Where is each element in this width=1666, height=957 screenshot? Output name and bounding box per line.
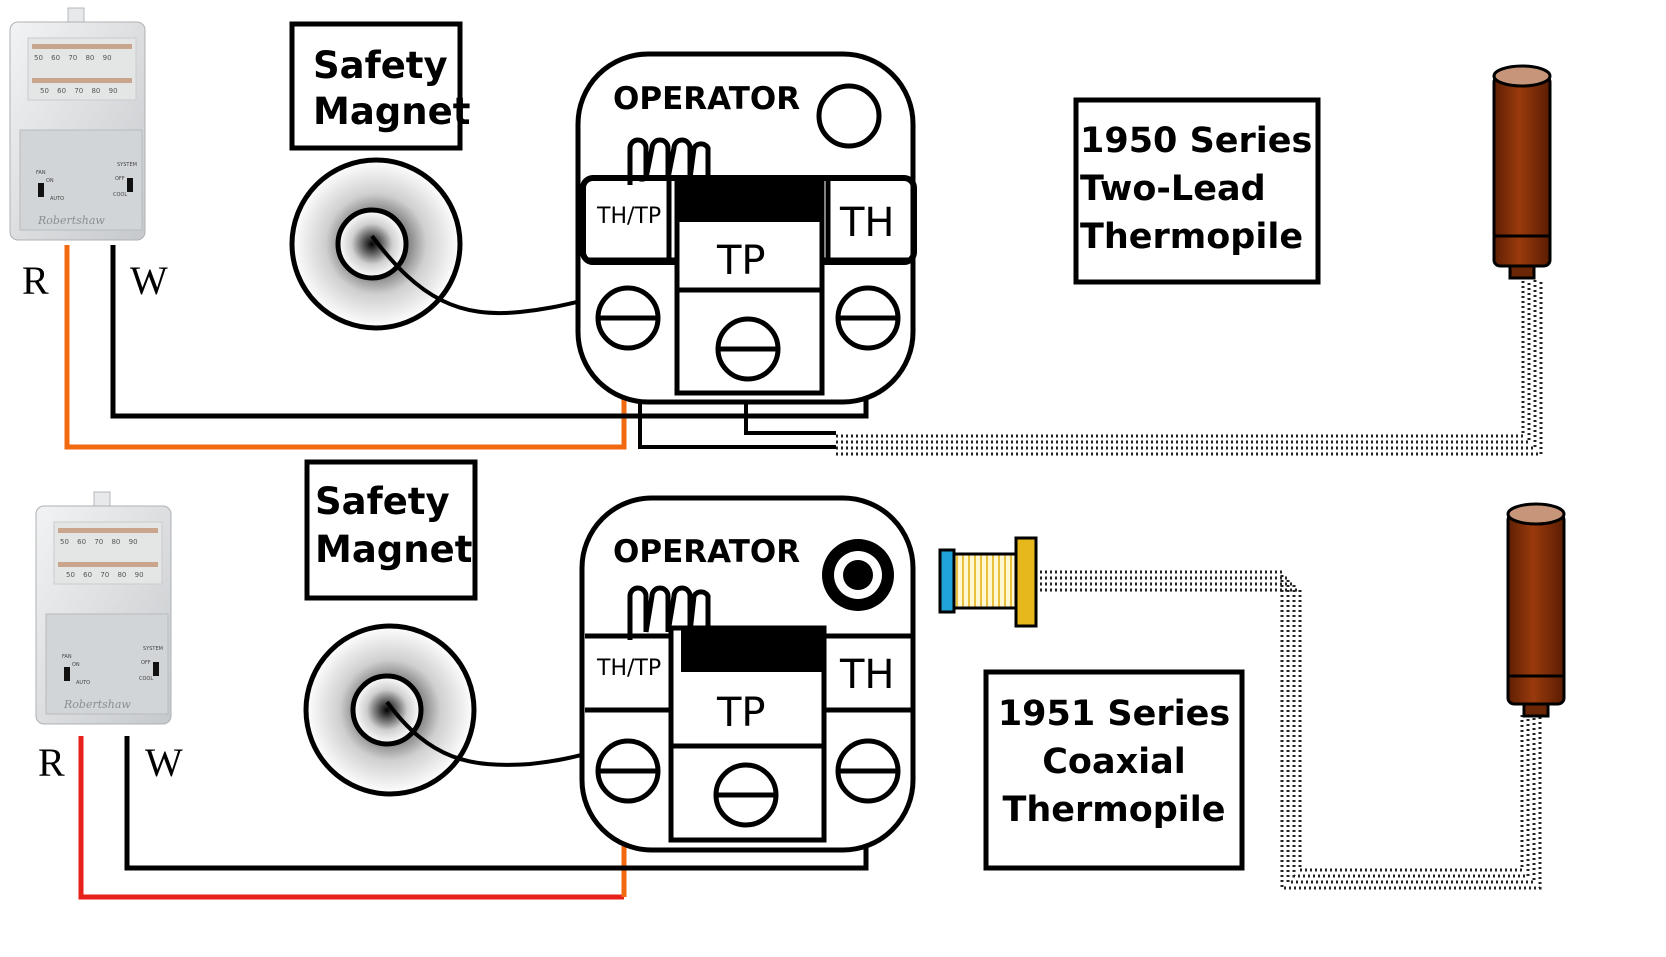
thermostat-scale-bottom: 50 60 70 80 90: [40, 87, 118, 95]
thermopile-leads-top: [836, 280, 1543, 456]
w-label: W: [130, 258, 168, 303]
terminal-tp-label: TP: [716, 238, 766, 284]
terminal-th-label: TH: [839, 652, 895, 698]
terminal-th-tp-label: TH/TP: [596, 204, 661, 229]
auto-label: AUTO: [76, 680, 90, 686]
svg-text:Magnet: Magnet: [315, 528, 472, 571]
r-wire: [78, 736, 624, 900]
screw-th[interactable]: [835, 738, 901, 804]
on-label: ON: [46, 178, 54, 184]
thermostat-top: 50 60 70 80 90 50 60 70 80 90 FAN ON AUT…: [9, 7, 146, 241]
fan-label: FAN: [36, 170, 46, 176]
brand-logo: Robertshaw: [63, 698, 131, 711]
svg-text:Coaxial: Coaxial: [1042, 742, 1186, 782]
svg-text:1950 Series: 1950 Series: [1080, 121, 1312, 161]
svg-text:Two-Lead: Two-Lead: [1080, 169, 1266, 209]
svg-text:Safety: Safety: [313, 44, 448, 87]
fan-switch[interactable]: [64, 667, 70, 681]
svg-text:Thermopile: Thermopile: [1080, 217, 1303, 257]
operator-bottom: OPERATOR TH/TP TP TH: [579, 495, 916, 853]
terminal-th-label: TH: [839, 200, 895, 246]
system-label: SYSTEM: [117, 162, 137, 168]
thermopile-top: [1492, 64, 1552, 280]
svg-text:Thermopile: Thermopile: [1002, 790, 1225, 830]
system-label: SYSTEM: [143, 646, 163, 652]
cool-label: COOL: [113, 192, 127, 198]
thermostat-bottom: 50 60 70 80 90 50 60 70 80 90 FAN ON AUT…: [35, 491, 172, 725]
system-switch[interactable]: [153, 662, 159, 676]
terminal-tp-label: TP: [716, 690, 766, 736]
system-switch[interactable]: [127, 178, 133, 192]
thermostat-scale-bottom: 50 60 70 80 90: [66, 571, 144, 579]
thermostat-scale-top: 50 60 70 80 90: [60, 538, 138, 546]
screw-th[interactable]: [835, 285, 901, 351]
operator-title: OPERATOR: [613, 534, 800, 570]
terminal-th-tp-label: TH/TP: [596, 656, 661, 681]
fan-label: FAN: [62, 654, 72, 660]
brand-logo: Robertshaw: [37, 214, 105, 227]
top-circuit: 50 60 70 80 90 50 60 70 80 90 FAN ON AUT…: [9, 7, 1552, 456]
safety-magnet-label-top: Safety Magnet: [289, 21, 470, 151]
safety-magnet-top: [289, 157, 607, 331]
svg-text:Safety: Safety: [315, 480, 450, 523]
on-label: ON: [72, 662, 80, 668]
operator-title: OPERATOR: [613, 81, 800, 117]
thermopile-bottom: [1506, 502, 1566, 718]
screw-tp[interactable]: [715, 316, 781, 382]
operator-coil: [627, 585, 711, 640]
coax-connector: [938, 536, 1038, 628]
off-label: OFF: [115, 176, 125, 182]
cool-label: COOL: [139, 676, 153, 682]
safety-magnet-bottom: [303, 623, 609, 797]
r-label: R: [22, 258, 49, 303]
off-label: OFF: [141, 660, 151, 666]
screw-th-tp[interactable]: [595, 738, 661, 804]
svg-text:1951 Series: 1951 Series: [998, 694, 1230, 734]
thermostat-scale-top: 50 60 70 80 90: [34, 54, 112, 62]
thermopile-label-bottom: 1951 Series Coaxial Thermopile: [983, 669, 1245, 871]
bottom-circuit: 50 60 70 80 90 50 60 70 80 90 FAN ON AUT…: [35, 459, 1566, 900]
r-label: R: [38, 740, 65, 785]
operator-top: OPERATOR TH/TP TP TH: [575, 51, 917, 405]
safety-magnet-label-bottom: Safety Magnet: [304, 459, 478, 601]
w-label: W: [145, 740, 183, 785]
screw-tp[interactable]: [713, 762, 779, 828]
operator-coil: [627, 137, 711, 185]
thermopile-lead-bottom: [1040, 570, 1542, 890]
fan-switch[interactable]: [38, 183, 44, 197]
operator-knob: [816, 83, 882, 149]
auto-label: AUTO: [50, 196, 64, 202]
thermopile-label-top: 1950 Series Two-Lead Thermopile: [1073, 97, 1321, 285]
svg-text:Magnet: Magnet: [313, 90, 470, 133]
screw-th-tp[interactable]: [595, 285, 661, 351]
